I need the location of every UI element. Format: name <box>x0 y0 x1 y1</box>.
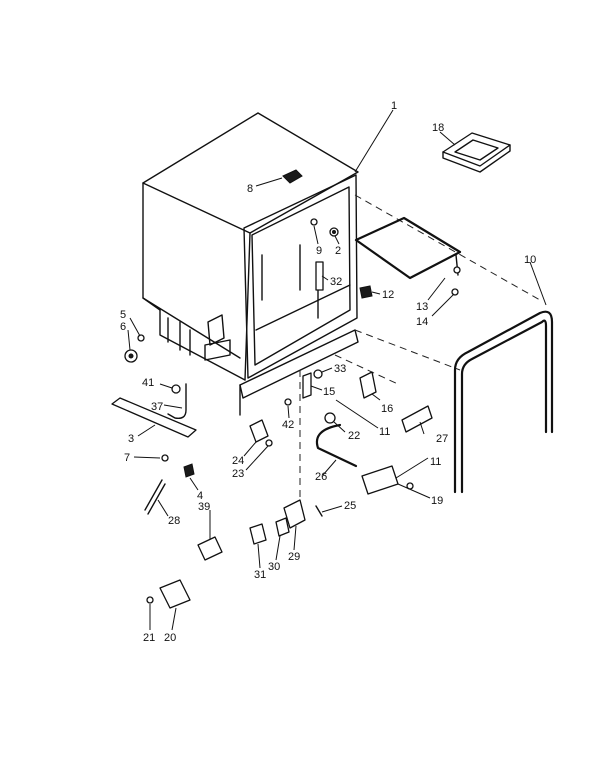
tub-door-frame-inner <box>251 186 351 366</box>
part-20-switch <box>159 579 191 609</box>
callout-27: 27 <box>436 433 448 445</box>
callout-37: 37 <box>151 401 163 413</box>
tub-inner-details <box>261 244 319 319</box>
callout-9: 9 <box>316 245 322 257</box>
callout-14: 14 <box>416 316 428 328</box>
part-22-ring <box>324 412 336 424</box>
callout-3: 3 <box>128 433 134 445</box>
callout-7: 7 <box>124 452 130 464</box>
tub-assembly <box>142 112 359 416</box>
callout-19: 19 <box>431 495 443 507</box>
tub-top <box>142 112 359 234</box>
callout-12: 12 <box>382 289 394 301</box>
part-26-tube <box>315 423 358 468</box>
part-8-clip <box>282 169 303 184</box>
callout-10: 10 <box>524 254 536 266</box>
callout-8: 8 <box>247 183 253 195</box>
part-33-nut <box>313 369 323 379</box>
tub-left-edge <box>142 182 161 311</box>
callout-21: 21 <box>143 632 155 644</box>
callout-11b: 11 <box>430 456 441 468</box>
part-21-screw <box>146 596 154 604</box>
callout-18: 18 <box>432 122 444 134</box>
callout-26: 26 <box>315 471 327 483</box>
callout-42: 42 <box>282 419 294 431</box>
tub-base-ribs <box>167 317 191 356</box>
part-28-link <box>144 479 166 515</box>
tub-bottom-edge <box>142 297 241 359</box>
callout-28: 28 <box>168 515 180 527</box>
callout-1: 1 <box>391 100 397 112</box>
tub-front-left-edge <box>244 232 251 381</box>
callout-4: 4 <box>197 490 203 502</box>
part-7-screw <box>161 454 169 462</box>
part-5-screw <box>137 334 145 342</box>
part-24-bracket <box>249 419 269 443</box>
callout-16: 16 <box>381 403 393 415</box>
part-12-clip <box>359 285 373 299</box>
leader-lines <box>127 109 547 631</box>
part-41-fastener <box>171 384 181 394</box>
part-31-plate <box>249 523 267 545</box>
part-13-rack-frame <box>354 216 462 296</box>
part-4-nut <box>183 463 195 478</box>
part-10-hose-inner <box>460 319 548 494</box>
alignment-line-upper <box>354 194 541 301</box>
part-2-nozzle <box>329 227 339 237</box>
callout-32: 32 <box>330 276 342 288</box>
part-3-bracket <box>111 397 197 438</box>
part-19-pump <box>361 465 399 495</box>
part-32-shaft <box>315 261 324 291</box>
part-42-screw <box>284 398 292 406</box>
callout-2: 2 <box>335 245 341 257</box>
part-15-lever <box>302 372 312 399</box>
callout-41: 41 <box>142 377 154 389</box>
callout-11a: 11 <box>379 426 390 438</box>
part-25-clip <box>315 505 323 517</box>
part-16-latch <box>359 371 377 399</box>
alignment-line-middle <box>354 329 461 371</box>
callout-25: 25 <box>344 500 356 512</box>
callout-23: 23 <box>232 468 244 480</box>
callout-5: 5 <box>120 309 126 321</box>
callout-39: 39 <box>198 501 210 513</box>
tub-base-left <box>159 309 246 381</box>
tub-door-frame-outer <box>243 174 358 379</box>
part-29-valve <box>283 499 306 529</box>
part-23-screw <box>265 439 273 447</box>
tub-inner-floor <box>255 284 351 331</box>
tub-bottom-bracket <box>204 339 231 361</box>
part-27-bracket <box>401 405 433 433</box>
callout-13: 13 <box>416 301 428 313</box>
part-9-screw <box>310 218 318 226</box>
part-14-washer <box>451 288 459 296</box>
callout-15: 15 <box>323 386 335 398</box>
part-10-hose <box>453 310 554 494</box>
part-18-vent <box>442 132 511 173</box>
part-39-block <box>197 536 223 561</box>
part-37-spring <box>167 383 187 420</box>
part-6-grommet <box>124 349 138 363</box>
part-30-bracket <box>275 517 290 537</box>
callout-31: 31 <box>254 569 266 581</box>
callout-22: 22 <box>348 430 360 442</box>
callout-labels: 1 2 3 4 5 6 7 8 9 10 11 11 12 13 14 15 1… <box>120 100 536 644</box>
callout-33: 33 <box>334 363 346 375</box>
callout-20: 20 <box>164 632 176 644</box>
callout-24: 24 <box>232 455 244 467</box>
callout-30: 30 <box>268 561 280 573</box>
tub-front-sill <box>239 329 359 399</box>
callout-29: 29 <box>288 551 300 563</box>
callout-6: 6 <box>120 321 126 333</box>
tub-side-bracket <box>207 314 225 346</box>
